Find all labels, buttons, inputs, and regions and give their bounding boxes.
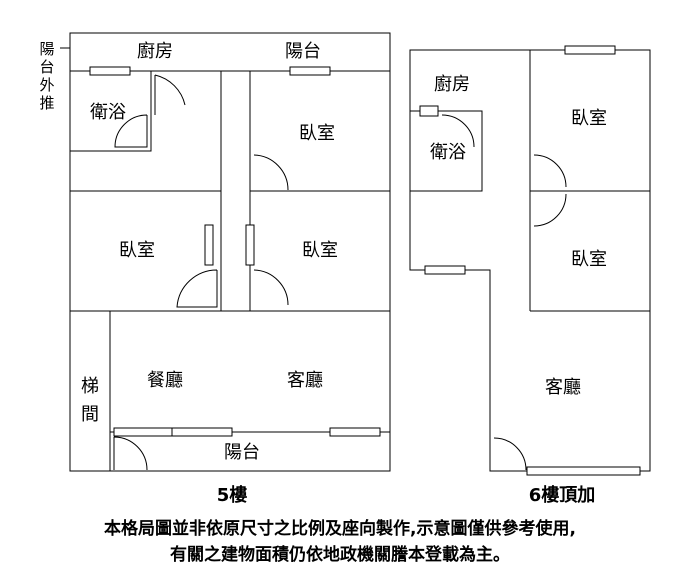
- floor5-plan: 廚房 陽台 陽 台 外 推 衛浴 臥室 臥室 臥室 梯 間 餐廳 客廳 陽台 5…: [39, 32, 391, 506]
- floor5-bedroom-w-window: [204, 224, 214, 266]
- floor5-bath-label: 衛浴: [90, 102, 126, 123]
- floor6-living-label: 客廳: [545, 377, 581, 398]
- floor6-bedroom-1-door: [533, 154, 567, 188]
- balcony-note-char-3: 外: [39, 76, 54, 94]
- floor5-dining-label: 餐廳: [147, 370, 183, 391]
- floor5-outer-wall: [69, 32, 391, 472]
- floor6-living-door: [493, 437, 527, 471]
- floor5-living-label: 客廳: [287, 370, 323, 391]
- floor5-balcony-door: [113, 436, 148, 471]
- balcony-note-char-1: 陽: [39, 40, 54, 58]
- floor6-bath-label: 衛浴: [430, 142, 466, 163]
- floor5-bedroom-w-wall: [70, 190, 222, 311]
- floor5-bedroom-ne-label: 臥室: [299, 123, 335, 144]
- floor5-stair-char-2: 間: [81, 404, 99, 425]
- balcony-note-char-2: 台: [39, 58, 54, 76]
- floor6-bedroom-2-label: 臥室: [571, 249, 607, 270]
- floor5-bath-wall: [70, 71, 152, 152]
- floor6-bedroom-1-window: [564, 45, 616, 55]
- floor5-balcony-window: [289, 66, 331, 76]
- floor5-bedroom-e-label: 臥室: [302, 240, 338, 261]
- floor5-sliding-door-mid: [171, 427, 233, 437]
- floor5-kitchen-window: [89, 66, 131, 76]
- floor6-bedroom-2-door: [533, 193, 567, 227]
- disclaimer-line-1: 本格局圖並非依原尺寸之比例及座向製作,示意圖僅供參考使用,: [104, 518, 576, 539]
- floor5-stair-char-1: 梯: [81, 376, 99, 397]
- floor6-bath-window: [419, 105, 439, 117]
- floor6-bottom-window: [526, 466, 641, 476]
- floor6-bath-wall: [409, 110, 483, 192]
- floor6-bath-door: [441, 114, 475, 148]
- disclaimer-line-2: 有關之建物面積仍依地政機關謄本登載為主。: [170, 544, 510, 565]
- floor5-bedroom-w-door: [176, 269, 218, 308]
- floor5-bedroom-e-door: [253, 269, 289, 306]
- floor6-west-window: [424, 265, 466, 275]
- floor6-outer-wall: [409, 49, 651, 472]
- floor5-caption: 5樓: [217, 484, 248, 506]
- floor5-bedroom-ne-door: [253, 154, 289, 191]
- floor5-bottom-balcony-label: 陽台: [224, 442, 260, 463]
- floor5-top-balcony-label: 陽台: [285, 41, 321, 62]
- floor5-sliding-door-left: [113, 427, 175, 437]
- floor6-plan: 廚房 衛浴 臥室 臥室 客廳 6樓頂加: [409, 45, 651, 506]
- balcony-note-char-4: 推: [39, 94, 54, 112]
- floor5-kitchen-door: [154, 74, 186, 115]
- floor5-bottom-window: [329, 427, 381, 437]
- floor6-kitchen-label: 廚房: [434, 73, 470, 95]
- floor6-caption: 6樓頂加: [529, 484, 596, 506]
- floor5-bath-door: [114, 114, 148, 148]
- floor5-bedroom-w-label: 臥室: [119, 240, 155, 261]
- floor6-bedroom-1-label: 臥室: [571, 108, 607, 129]
- floor5-bedroom-e-window: [245, 224, 255, 266]
- floor5-kitchen-label: 廚房: [137, 40, 173, 62]
